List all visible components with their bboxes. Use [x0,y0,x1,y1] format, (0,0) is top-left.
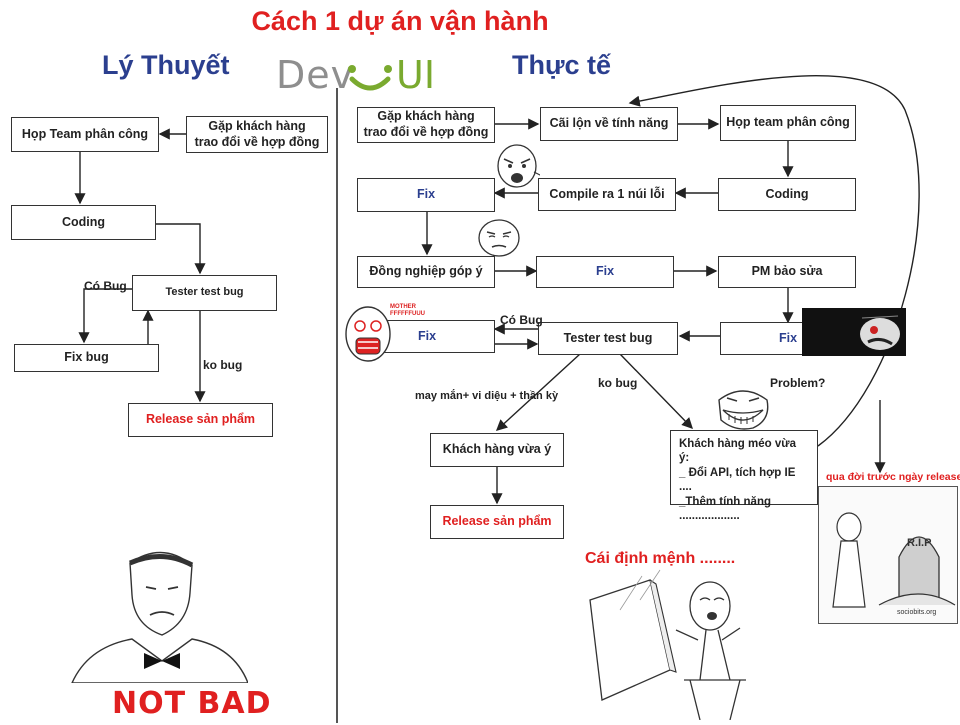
reality-has-bug-label: Có Bug [500,313,543,327]
theory-team-meeting-box: Họp Team phân công [11,117,159,152]
theory-release-box: Release sản phẩm [128,403,273,437]
theory-coding-label: Coding [61,214,106,229]
obama-not-bad-illustration [68,543,250,688]
reality-meet-customer-label: Gặp khách hàng trao đổi về hợp đồng [363,109,489,139]
logo-dev-text: Dev [276,53,355,97]
theory-has-bug-label: Có Bug [84,279,127,293]
die-before-release-label: qua đời trước ngày release [826,471,960,483]
theory-no-bug-label: ko bug [203,358,243,372]
reality-customer-meh-box: Khách hàng méo vừa ý: _ Đổi API, tích hợ… [670,430,818,522]
reality-pm-box: PM bảo sửa [718,256,856,288]
logo-ui-text: UI [396,53,436,97]
skeptical-face-icon [477,218,521,263]
reality-release-label: Release sản phẩm [442,514,552,529]
reality-compile-label: Compile ra 1 núi lỗi [549,186,665,201]
destiny-label: Cái định mệnh ........ [585,550,736,567]
reality-team-meeting-box: Họp team phân công [720,105,856,141]
reality-heading: Thực tế [512,50,612,80]
reality-fix4-label: Fix [418,328,437,343]
reality-tester-box: Tester test bug [538,322,678,355]
reality-problem-label: Problem? [770,376,826,390]
rage-text: MOTHER FFFFFFUUU [390,304,425,317]
reality-release-box: Release sản phẩm [430,505,564,539]
devui-logo: Dev UI [276,53,435,97]
theory-meet-customer-label: Gặp khách hàng trao đổi về hợp đồng [194,118,320,149]
y-u-no-face-icon [494,144,547,195]
divider-line [336,88,338,723]
reality-argue-box: Cãi lộn về tính năng [540,107,678,141]
reality-fix3-label: Fix [778,330,798,345]
theory-fix-bug-box: Fix bug [14,344,159,372]
page-title: Cách 1 dự án vận hành [251,6,549,36]
theory-tester-label: Tester test bug [165,286,244,299]
reality-team-meeting-label: Họp team phân công [726,115,850,130]
sociobits-text: sociobits.org [897,609,937,616]
reality-fix2-label: Fix [595,264,615,279]
theory-team-meeting-label: Họp Team phân công [21,126,149,141]
reality-customer-meh-label: Khách hàng méo vừa ý: _ Đổi API, tích hợ… [679,438,796,522]
reality-argue-label: Cãi lộn về tính năng [549,116,669,131]
rage-face-icon: MOTHER FFFFFFUUU [344,302,425,364]
reality-luck-label: may mắn+ vi diệu + thần kỳ [415,390,559,402]
not-bad-caption: NOT BAD [112,686,272,721]
reality-customer-ok-label: Khách hàng vừa ý [442,442,552,457]
reality-customer-ok-box: Khách hàng vừa ý [430,433,564,467]
reality-tester-label: Tester test bug [563,330,653,345]
reality-colleague-box: Đồng nghiệp góp ý [357,256,495,288]
reality-pm-label: PM bảo sửa [751,264,823,279]
reality-fix1-label: Fix [416,187,436,202]
table-flip-illustration [580,560,760,725]
reality-fix1-box: Fix [357,178,495,212]
reality-coding-box: Coding [718,178,856,211]
reality-no-bug-label: ko bug [598,376,638,390]
smile-icon [346,55,394,100]
reality-colleague-label: Đồng nghiệp góp ý [369,264,483,279]
theory-fix-bug-label: Fix bug [64,350,109,365]
theory-release-label: Release sản phẩm [145,412,256,427]
reality-coding-label: Coding [765,186,809,201]
reality-fix2-box: Fix [536,256,674,288]
theory-heading: Lý Thuyết [102,50,230,80]
theory-meet-customer-box: Gặp khách hàng trao đổi về hợp đồng [186,116,328,153]
theory-coding-box: Coding [11,205,156,240]
reality-meet-customer-box: Gặp khách hàng trao đổi về hợp đồng [357,107,495,143]
troll-face-icon [713,384,773,437]
dark-screaming-face-icon [802,308,906,356]
theory-tester-box: Tester test bug [132,275,277,311]
reality-compile-box: Compile ra 1 núi lỗi [538,178,676,211]
rip-grave-illustration: R.I.P sociobits.org [818,486,958,624]
rip-text: R.I.P [907,537,932,549]
